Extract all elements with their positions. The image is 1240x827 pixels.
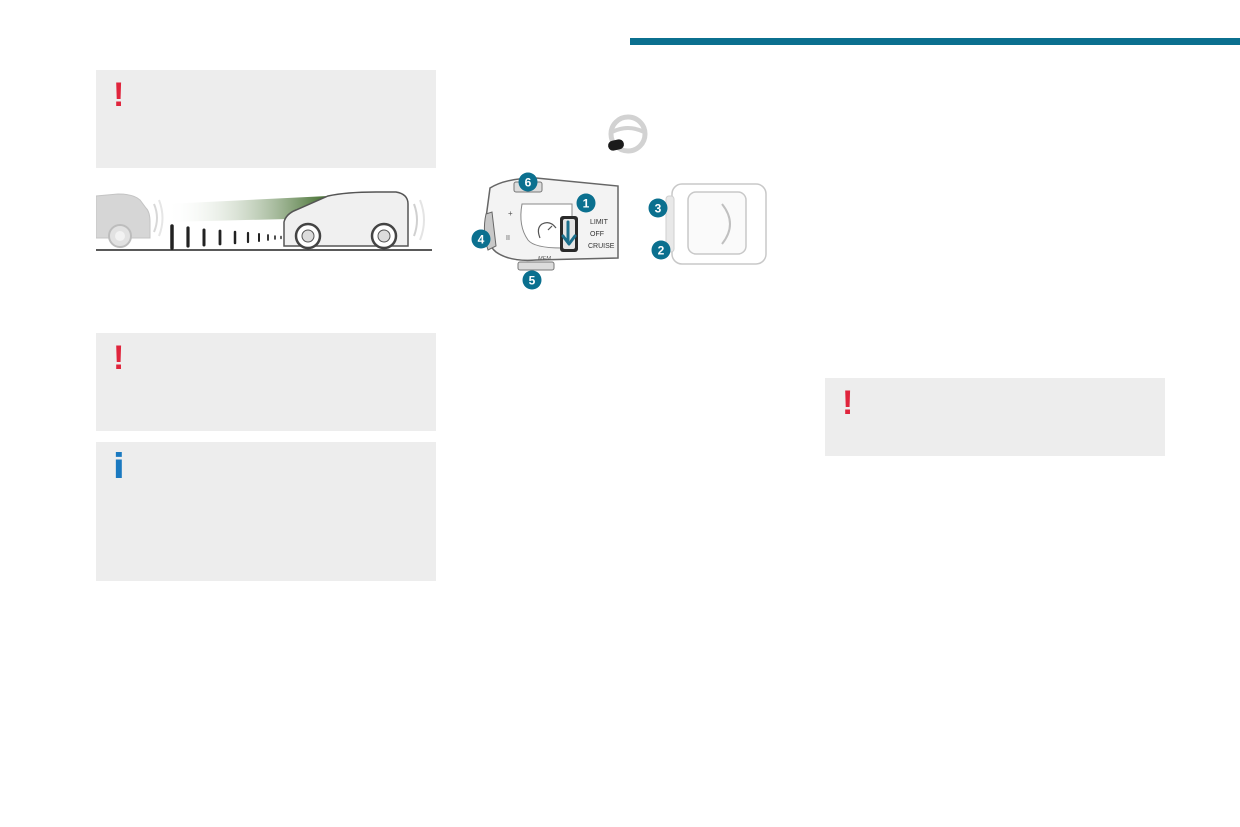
warning-note-2: ! [96, 333, 436, 431]
following-car-icon [96, 193, 164, 248]
callout-5: 5 [522, 270, 542, 290]
limit-label: LIMIT [590, 219, 609, 226]
exclamation-icon: ! [113, 339, 125, 377]
stalk-end-view [665, 183, 767, 265]
off-label: OFF [590, 231, 604, 238]
svg-text:1: 1 [583, 197, 590, 211]
warning-note-3: ! [825, 378, 1165, 456]
cruise-control-stalk-diagram: LIMIT OFF CRUISE MEM + II – 1 2 3 4 5 6 [471, 172, 767, 290]
exclamation-icon: ! [842, 384, 854, 422]
cruise-label: CRUISE [588, 243, 615, 250]
info-note: i [96, 442, 436, 581]
svg-text:5: 5 [529, 274, 536, 288]
speedometer-icon [537, 222, 557, 239]
svg-text:4: 4 [478, 233, 485, 247]
leading-car-icon [283, 191, 425, 250]
exclamation-icon: ! [113, 76, 125, 114]
warning-note-1: ! [96, 70, 436, 168]
info-icon: i [113, 447, 125, 487]
distance-marks [170, 224, 287, 250]
callout-3: 3 [648, 198, 668, 218]
svg-text:3: 3 [655, 202, 662, 216]
mem-label: MEM [538, 256, 551, 262]
callout-1: 1 [576, 193, 596, 213]
vehicle-distance-illustration [96, 191, 432, 251]
callout-2: 2 [651, 240, 671, 260]
svg-text:6: 6 [525, 176, 532, 190]
steering-wheel-icon [608, 114, 648, 154]
plus-label: + [508, 209, 513, 218]
pause-label: II [506, 235, 510, 242]
section-header-rule [630, 38, 1240, 45]
svg-text:2: 2 [658, 244, 665, 258]
callout-6: 6 [518, 172, 538, 192]
callout-4: 4 [471, 229, 491, 249]
minus-label: – [516, 255, 521, 264]
stalk-bottom-button [517, 261, 555, 271]
